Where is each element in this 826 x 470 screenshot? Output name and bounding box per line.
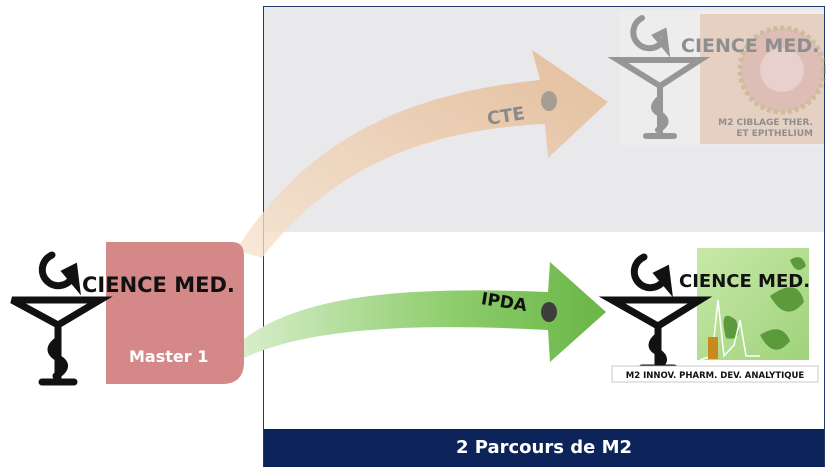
cte-subtitle-line2: ET EPITHELIUM xyxy=(736,129,813,139)
ipda-subtitle: M2 INNOV. PHARM. DEV. ANALYTIQUE xyxy=(626,371,805,381)
nanoparticle-illustration xyxy=(737,25,826,115)
cte-bowl-of-hygieia-icon xyxy=(607,15,711,139)
ipda-arrow xyxy=(236,262,606,362)
master-label: Master 1 xyxy=(129,347,208,366)
ipda-bowl-of-hygieia-icon xyxy=(598,253,713,372)
ipda-arrow-dot xyxy=(541,302,557,322)
cte-subtitle-line1: M2 CIBLAGE THER. xyxy=(718,118,813,128)
ipda-card: CIENCE MED. M2 INNOV. PHARM. DEV. ANALYT… xyxy=(598,246,822,384)
master-card: CIENCE MED. Master 1 xyxy=(8,242,244,387)
cte-card: CIENCE MED. M2 CIBLAGE THER. ET EPITHELI… xyxy=(607,10,826,145)
footer-bar xyxy=(264,429,824,467)
cte-arrow-dot xyxy=(541,91,557,111)
vial-illustration xyxy=(708,337,718,359)
cte-brand-text: CIENCE MED. xyxy=(681,35,819,57)
footer-title: 2 Parcours de M2 xyxy=(455,437,633,458)
cte-label: CTE xyxy=(486,103,527,130)
ipda-brand-text: CIENCE MED. xyxy=(679,271,810,292)
master-brand-text: CIENCE MED. xyxy=(82,273,235,297)
bowl-of-hygieia-icon xyxy=(10,251,113,386)
plant-leaves-illustration xyxy=(723,257,806,350)
cte-arrow xyxy=(236,50,608,258)
